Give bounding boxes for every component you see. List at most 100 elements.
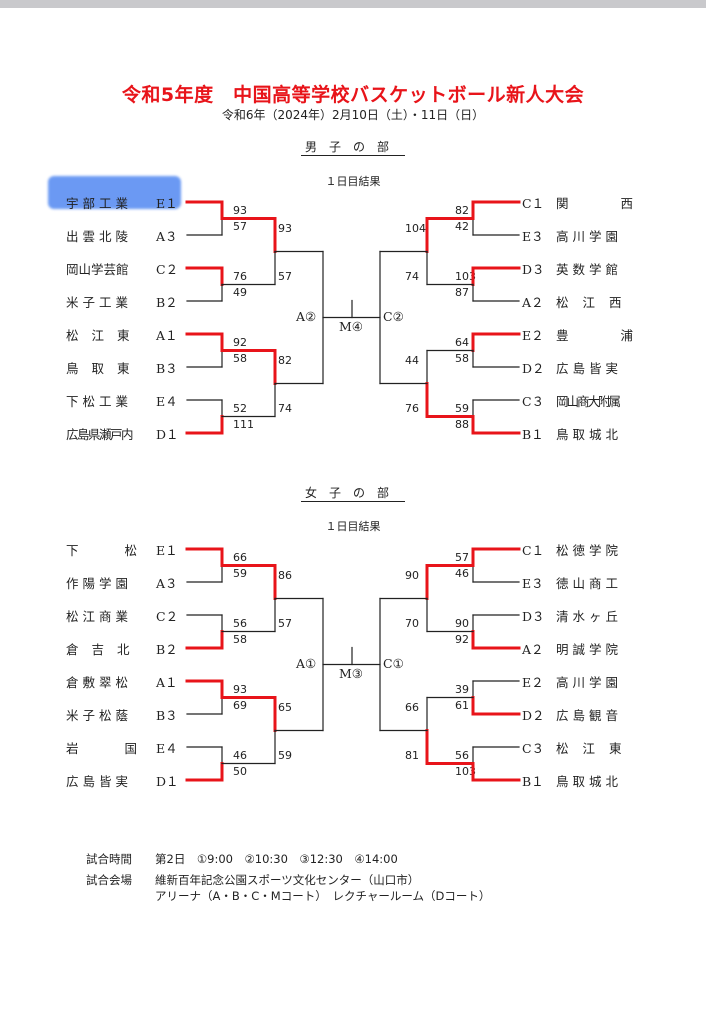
team-name: 松江東 (556, 741, 636, 756)
team-seed: B２ (156, 642, 178, 657)
score-label: 57 (455, 551, 469, 564)
team-name: 広島皆実 (66, 774, 133, 789)
match-time-label: 試合時間 (86, 852, 132, 866)
team-seed: A１ (156, 675, 178, 690)
score-label: 44 (405, 353, 419, 367)
venue-label: 試合会場 (86, 873, 132, 887)
team-seed: C２ (156, 262, 179, 277)
score-label: 88 (455, 418, 469, 431)
score-label: 66 (405, 700, 419, 714)
team-name: 豊浦 (556, 328, 686, 343)
final-label: M③ (339, 665, 364, 681)
team-seed: A３ (156, 229, 178, 244)
team-seed: E１ (156, 543, 178, 558)
team-name: 広島皆実 (556, 361, 623, 376)
team-seed: E４ (156, 394, 178, 409)
team-seed: D１ (156, 427, 179, 442)
team-entry-left: 広島皆実 D１ (66, 771, 184, 790)
team-entry-right: D２ 広島皆実 (522, 358, 640, 377)
score-label: 42 (455, 220, 469, 233)
team-name: 英数学館 (556, 262, 623, 277)
team-seed: C１ (522, 196, 545, 211)
page-title: 令和5年度 中国高等学校バスケットボール新人大会 (121, 84, 585, 106)
score-label: 56 (233, 617, 247, 630)
team-name: 米子松蔭 (66, 708, 133, 723)
score-label: 74 (405, 269, 419, 283)
team-seed: E２ (522, 675, 544, 690)
score-label: 58 (233, 352, 247, 365)
score-label: 57 (278, 616, 292, 630)
team-entry-left: 松江東 A１ (66, 325, 184, 344)
score-label: 103 (455, 270, 476, 283)
team-name: 徳山商工 (556, 576, 623, 591)
team-seed: D２ (522, 361, 545, 376)
score-label: 57 (233, 220, 247, 233)
team-name: 鳥取城北 (556, 427, 623, 442)
team-seed: A２ (522, 642, 544, 657)
score-label: 90 (455, 617, 469, 630)
team-seed: C１ (522, 543, 545, 558)
semi-right-label: C② (383, 308, 404, 324)
score-label: 49 (233, 286, 247, 299)
selection-highlight (48, 176, 181, 209)
score-label: 64 (455, 336, 469, 349)
score-label: 82 (278, 353, 292, 367)
score-label: 81 (405, 748, 419, 762)
team-seed: E３ (522, 576, 544, 591)
team-seed: A２ (522, 295, 544, 310)
team-name: 松江東 (66, 328, 143, 343)
score-label: 111 (233, 418, 254, 431)
venue-line2: アリーナ（A・B・C・Mコート） レクチャールーム（Dコート） (155, 889, 491, 903)
team-seed: C２ (156, 609, 179, 624)
score-label: 59 (233, 567, 247, 580)
team-name: 岡山学芸館 (66, 262, 129, 277)
girls-section-title: 女子の部 (0, 484, 706, 502)
score-label: 66 (233, 551, 247, 564)
score-label: 93 (278, 221, 292, 235)
score-label: 59 (278, 748, 292, 762)
score-label: 103 (455, 765, 476, 778)
team-name: 広島県瀬戸内 (66, 427, 134, 442)
team-entry-right: A２ 明誠学院 (522, 639, 640, 658)
team-name: 鳥取城北 (556, 774, 623, 789)
score-label: 76 (233, 270, 247, 283)
team-name: 作陽学園 (66, 576, 133, 591)
venue-line1: 維新百年記念公園スポーツ文化センター（山口市） (155, 873, 420, 887)
team-seed: E２ (522, 328, 544, 343)
team-name: 関西 (556, 196, 686, 211)
boys-section-title: 男子の部 (0, 138, 706, 156)
score-label: 82 (455, 204, 469, 217)
team-seed: A３ (156, 576, 178, 591)
score-label: 70 (405, 616, 419, 630)
team-name: 出雲北陵 (66, 229, 133, 244)
team-entry-left: 出雲北陵 A３ (66, 226, 184, 245)
team-name: 明誠学院 (556, 642, 623, 657)
score-label: 46 (233, 749, 247, 762)
team-entry-left: 作陽学園 A３ (66, 573, 184, 592)
team-seed: A１ (156, 328, 178, 343)
team-entry-left: 広島県瀬戸内 D１ (66, 424, 184, 443)
team-name: 倉敷翠松 (66, 675, 133, 690)
semi-left-label: A① (296, 655, 317, 671)
team-seed: D１ (156, 774, 179, 789)
team-seed: D２ (522, 708, 545, 723)
score-label: 56 (455, 749, 469, 762)
score-label: 52 (233, 402, 247, 415)
score-label: 57 (278, 269, 292, 283)
